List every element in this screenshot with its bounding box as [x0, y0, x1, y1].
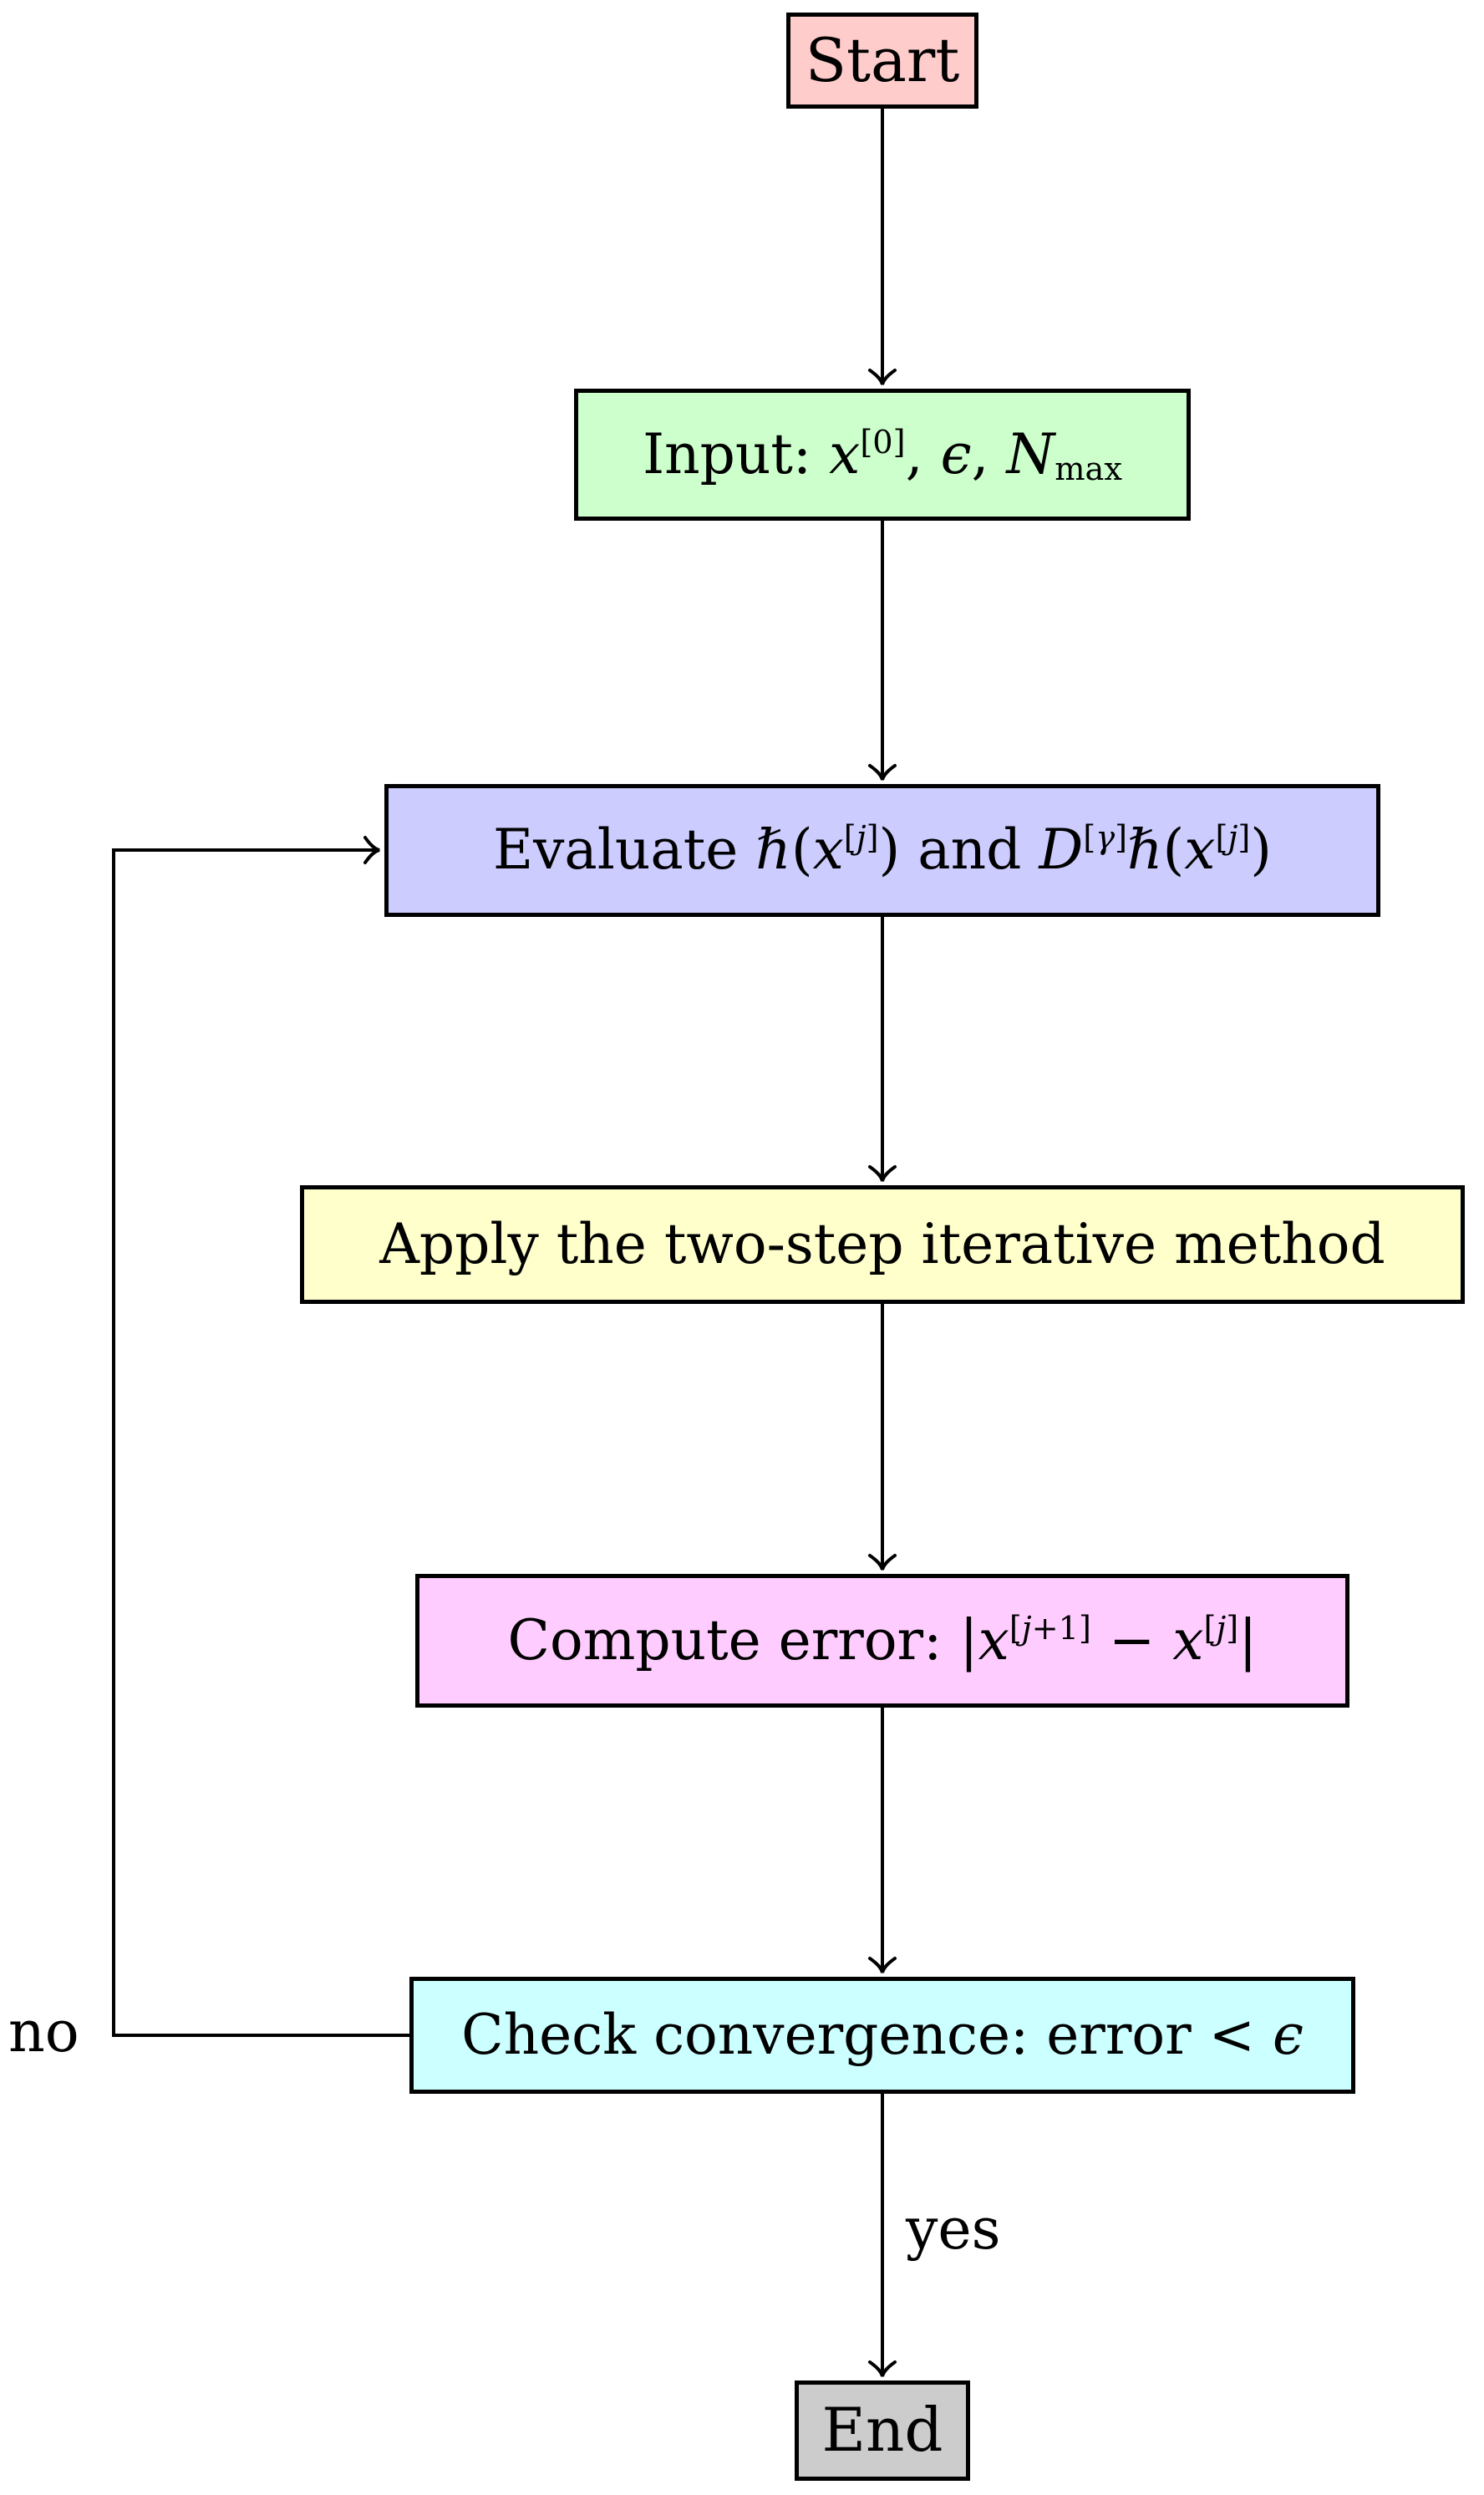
node-end: End	[795, 2380, 970, 2481]
node-start-label: Start	[805, 24, 960, 95]
edge-label-no: no	[8, 1999, 79, 2065]
node-check: Check convergence: error < ϵ	[409, 1977, 1355, 2094]
node-compute: Compute error: |x[j+1] − x[j]|	[415, 1574, 1349, 1708]
edge-label-yes: yes	[906, 2197, 1001, 2263]
node-input: Input: x[0], ϵ, Nmax	[574, 389, 1191, 521]
node-evaluate-label: Evaluate ℏ(x[j]) and D[γ]ℏ(x[j])	[492, 817, 1273, 883]
node-apply: Apply the two-step iterative method	[300, 1185, 1465, 1304]
node-compute-label: Compute error: |x[j+1] − x[j]|	[507, 1607, 1258, 1673]
node-evaluate: Evaluate ℏ(x[j]) and D[γ]ℏ(x[j])	[384, 784, 1380, 917]
node-end-label: End	[821, 2395, 943, 2466]
arrow-no-loop-check-to-evaluate	[112, 836, 411, 2037]
node-check-label: Check convergence: error < ϵ	[461, 2002, 1304, 2067]
node-start: Start	[786, 13, 978, 109]
node-input-label: Input: x[0], ϵ, Nmax	[643, 421, 1122, 489]
node-apply-label: Apply the two-step iterative method	[379, 1211, 1385, 1276]
